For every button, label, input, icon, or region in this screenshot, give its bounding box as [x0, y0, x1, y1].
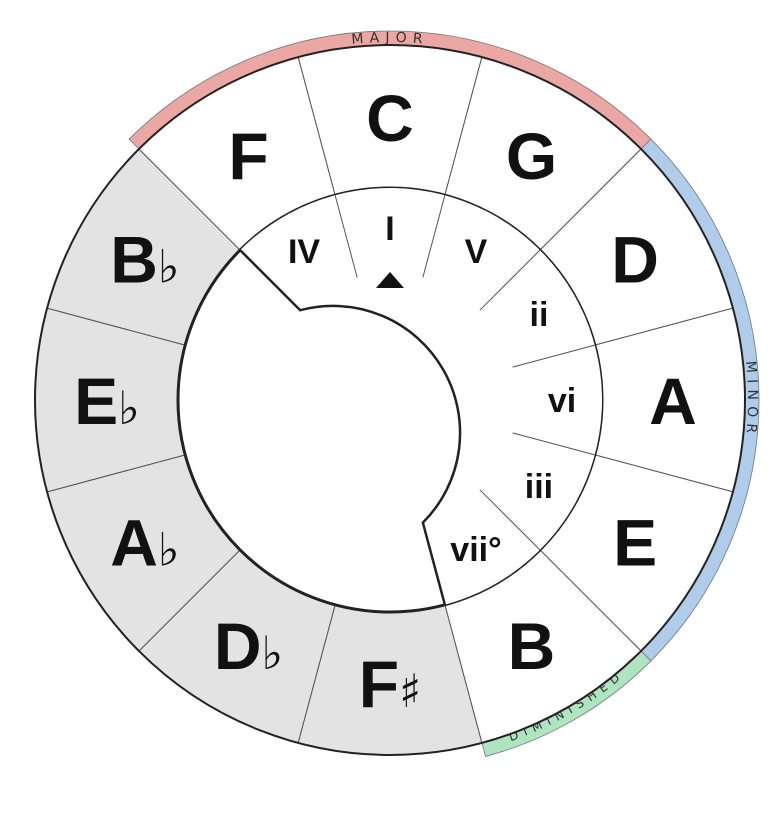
key-label: E: [613, 506, 657, 580]
key-label: B: [508, 609, 556, 683]
degree-label: IV: [288, 233, 320, 271]
key-label: B♭: [110, 223, 179, 297]
key-label: F♯: [359, 647, 422, 721]
degree-window-outline: [239, 249, 462, 606]
outer-outline: [34, 44, 746, 756]
degree-label: I: [385, 210, 394, 248]
degree-divider: [512, 344, 595, 368]
key-label: C: [366, 81, 414, 155]
key-label: D♭: [214, 609, 283, 683]
degree-ring: [239, 187, 603, 606]
triangle-up-icon: [376, 272, 404, 288]
degree-label: vii°: [450, 531, 501, 569]
degree-divider: [334, 195, 358, 278]
key-label: F: [228, 119, 268, 193]
degree-divider: [422, 195, 446, 278]
degree-divider: [512, 432, 595, 456]
key-label: E♭: [74, 364, 140, 438]
degree-label: ii: [530, 296, 549, 334]
degree-window: [240, 187, 603, 605]
major-arc-label: MAJOR: [351, 30, 429, 48]
degree-label: vi: [548, 382, 576, 420]
degree-label: V: [465, 233, 488, 271]
degree-divider: [479, 249, 541, 311]
key-label: A: [649, 364, 697, 438]
degree-label: iii: [525, 468, 553, 506]
key-label: D: [611, 223, 659, 297]
key-label: A♭: [110, 506, 179, 580]
key-label: G: [506, 119, 557, 193]
degree-divider: [479, 489, 541, 551]
